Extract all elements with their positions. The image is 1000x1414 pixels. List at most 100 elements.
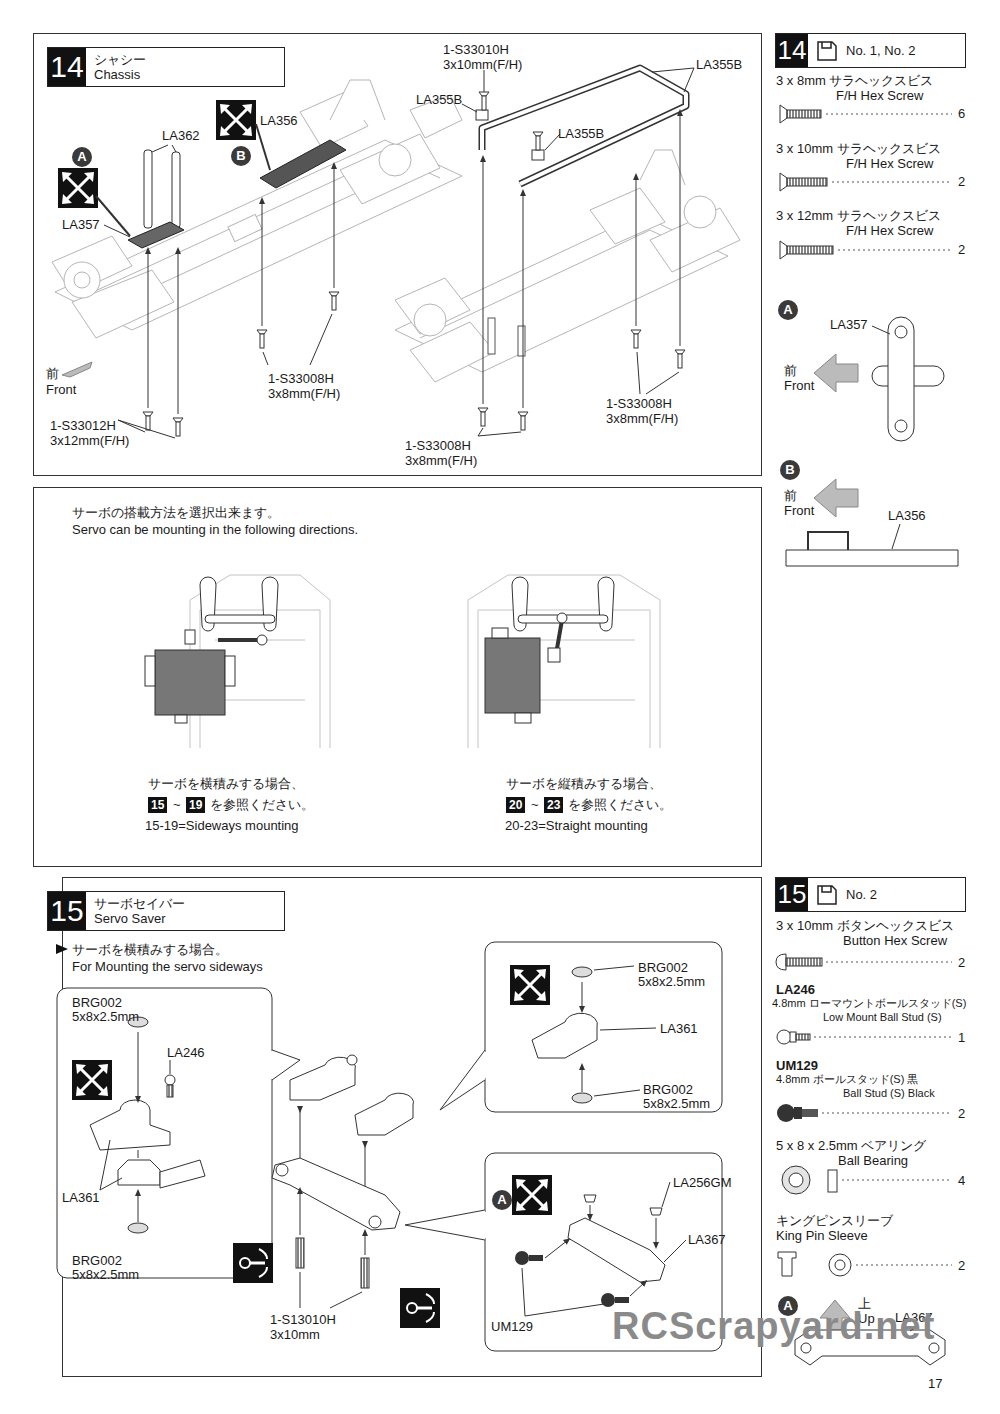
header-line: シャシー (94, 52, 146, 67)
part-description: 4.8mm ボールスタッド(S) 黒 (776, 1072, 918, 1086)
part-number: LA246 (776, 982, 815, 997)
step-ref-number: 19 (186, 797, 205, 813)
part-label: 2 (958, 242, 965, 257)
header-text: No. 1, No. 2 (838, 34, 923, 67)
part-label: 5x8x2.5mm (72, 1009, 139, 1024)
part-label: 1-S13010H (270, 1312, 336, 1327)
part-label: LA355B (416, 92, 462, 107)
parts-header: 15 No. 2 (775, 877, 966, 912)
step-header: 15サーボセイバーServo Saver (47, 891, 285, 931)
part-label: LA362 (162, 128, 200, 143)
callout-letter: A (72, 147, 92, 167)
step-header: 14シャシーChassis (47, 47, 285, 87)
part-label: 5x8x2.5mm (72, 1267, 139, 1282)
part-label: Button Hex Screw (843, 933, 947, 948)
part-label: F/H Hex Screw (846, 156, 933, 171)
part-label: 3x8mm(F/H) (405, 453, 477, 468)
part-label: LA355B (558, 126, 604, 141)
part-label: 3x8mm(F/H) (606, 411, 678, 426)
part-label: 4 (958, 1173, 965, 1188)
header-line: No. 2 (846, 887, 877, 902)
part-label: 5x8x2.5mm (643, 1096, 710, 1111)
step-ref-number: 15 (148, 797, 167, 813)
part-label: LA356 (260, 113, 298, 128)
callout-letter: A (778, 300, 798, 320)
part-label: Ball Bearing (838, 1153, 908, 1168)
step-ref-number: 20 (506, 797, 525, 813)
part-label: 1-S33010H (443, 42, 509, 57)
header-line: サーボセイバー (94, 896, 185, 911)
part-label: ~ (531, 797, 539, 812)
part-label: Front (784, 378, 814, 393)
callout-letter: A (492, 1190, 512, 1210)
part-label: UM129 (491, 1319, 533, 1334)
header-text: サーボセイバーServo Saver (86, 892, 193, 930)
step-number: 15 (48, 892, 86, 930)
step-number: 15 (776, 878, 808, 911)
header-text: No. 2 (838, 878, 885, 911)
part-label: サーボを横積みする場合。 (72, 942, 228, 957)
part-number: UM129 (776, 1058, 818, 1073)
part-label: 1-S33012H (50, 418, 116, 433)
part-label: F/H Hex Screw (836, 88, 923, 103)
part-label: 3x10mm(F/H) (443, 57, 522, 72)
part-label: 前 (784, 488, 797, 503)
part-label: キングピンスリーブ (776, 1213, 893, 1228)
part-label: サーボの搭載方法を選択出来ます。 (72, 505, 280, 520)
part-label: 2 (958, 955, 965, 970)
callout-letter: B (231, 146, 251, 166)
part-label: LA246 (167, 1045, 205, 1060)
part-label: F/H Hex Screw (846, 223, 933, 238)
part-label: BRG002 (638, 960, 688, 975)
part-label: 3 x 8mm サラヘックスビス (776, 73, 933, 88)
part-description: Low Mount Ball Stud (S) (823, 1010, 942, 1024)
part-label: を参照ください。 (210, 797, 314, 812)
part-label: 5x8x2.5mm (638, 974, 705, 989)
header-line: No. 1, No. 2 (846, 43, 915, 58)
part-label: BRG002 (72, 1253, 122, 1268)
part-label: LA355B (696, 57, 742, 72)
part-label: Front (784, 503, 814, 518)
part-label: 5 x 8 x 2.5mm ベアリング (776, 1138, 926, 1153)
part-label: LA256GM (673, 1175, 732, 1190)
part-label: 3x8mm(F/H) (268, 386, 340, 401)
part-label: 6 (958, 106, 965, 121)
part-label: LA356 (888, 508, 926, 523)
bag-icon (816, 884, 838, 906)
part-label: BRG002 (72, 995, 122, 1010)
part-label: サーボを横積みする場合、 (148, 776, 304, 791)
part-description: 4.8mm ローマウントボールスタッド(S) (772, 996, 966, 1010)
part-label: 15-19=Sideways mounting (145, 818, 299, 833)
part-description: Ball Stud (S) Black (843, 1086, 935, 1100)
part-label: 3x10mm (270, 1327, 320, 1342)
header-line: Chassis (94, 67, 146, 82)
watermark: RCScrapyard.net (612, 1305, 935, 1347)
part-label: 3 x 10mm サラヘックスビス (776, 141, 941, 156)
part-label: 1-S33008H (268, 371, 334, 386)
part-label: 2 (958, 1258, 965, 1273)
part-label: 1-S33008H (606, 396, 672, 411)
part-label: 3 x 12mm サラヘックスビス (776, 208, 941, 223)
part-label: 3 x 10mm ボタンヘックスビス (776, 918, 954, 933)
part-label: LA357 (62, 217, 100, 232)
part-label: 前 (784, 363, 797, 378)
part-label: サーボを縦積みする場合、 (506, 776, 662, 791)
part-label: LA357 (830, 317, 868, 332)
part-label: LA367 (688, 1232, 726, 1247)
part-label: 3x12mm(F/H) (50, 433, 129, 448)
part-label: 17 (928, 1376, 942, 1391)
part-label: Servo can be mounting in the following d… (72, 522, 358, 537)
step-ref-number: 23 (544, 797, 563, 813)
part-label: LA361 (660, 1021, 698, 1036)
part-label: For Mounting the servo sideways (72, 959, 263, 974)
part-label: 1 (958, 1030, 965, 1045)
callout-letter: B (780, 460, 800, 480)
part-label: 2 (958, 174, 965, 189)
part-label: ~ (173, 797, 181, 812)
part-label: Front (46, 382, 76, 397)
bag-icon (816, 40, 838, 62)
part-label: 前 (46, 366, 59, 381)
part-label: BRG002 (643, 1082, 693, 1097)
part-label: 2 (958, 1106, 965, 1121)
